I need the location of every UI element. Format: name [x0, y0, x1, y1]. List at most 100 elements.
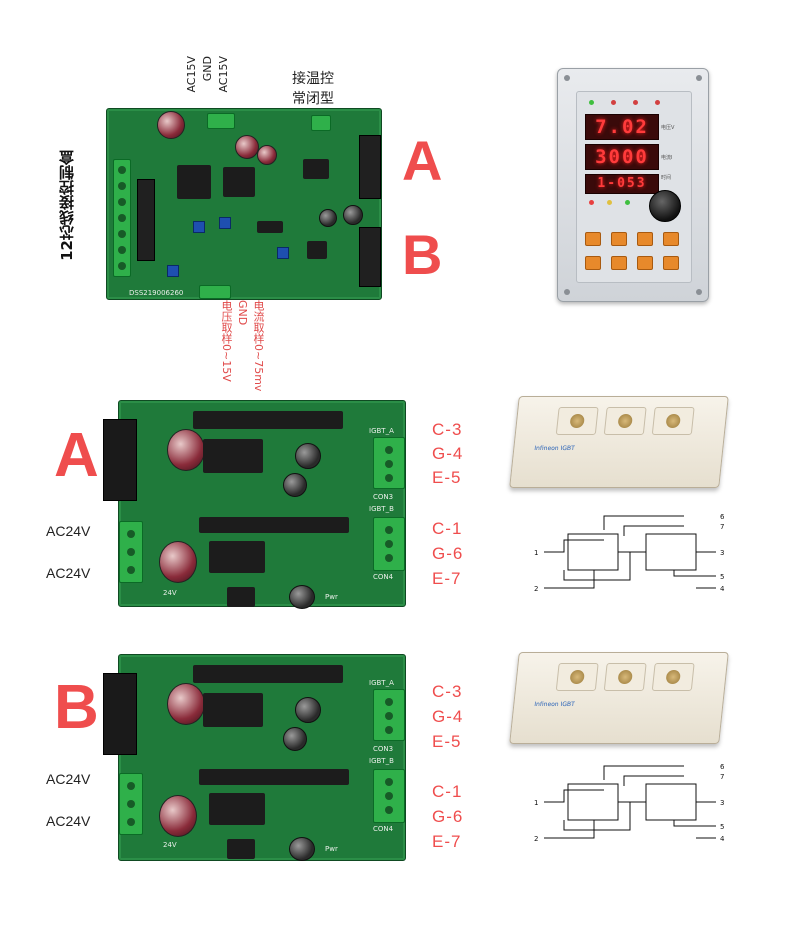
heatsink [199, 517, 349, 533]
capacitor [343, 205, 363, 225]
schematic-pin-5: 5 [720, 823, 724, 831]
silk-con3: CON3 [373, 493, 394, 501]
silk-igbt-a: IGBT_A [369, 427, 394, 435]
connector-b [359, 227, 381, 287]
igbt-terminal-pad [651, 663, 695, 691]
label-current-sample: 电流取样0~75mv [252, 300, 265, 392]
capacitor [159, 795, 197, 837]
igbt-brand-label: Infineon IGBT [533, 445, 576, 452]
heatsink [203, 439, 263, 473]
pin-label-b-3: C-1 [432, 782, 463, 801]
regulator [227, 587, 255, 607]
status-led [625, 200, 630, 205]
pin-label-a-5: E-7 [432, 569, 462, 588]
control-key[interactable] [663, 232, 679, 246]
label-12-core-cable: 12芯线接控制盒 [58, 150, 76, 261]
status-led [607, 200, 612, 205]
igbt-a-terminal [373, 689, 405, 741]
capacitor [257, 145, 277, 165]
voltage-display: 7.02 [585, 114, 659, 140]
pin-label-b-2: E-5 [432, 732, 462, 751]
time-display: 1-053 [585, 174, 659, 194]
capacitor [295, 697, 321, 723]
label-ac24v-a2: AC24V [46, 565, 91, 581]
heatsink [209, 793, 265, 825]
ac24v-terminal [119, 773, 143, 835]
voltage-display-label: 电压V [661, 125, 675, 131]
silk-24v: 24V [163, 841, 177, 849]
connector-a [359, 135, 381, 199]
indicator-led [633, 100, 638, 105]
control-key[interactable] [637, 256, 653, 270]
igbt-b-terminal [373, 517, 405, 571]
schematic-pin-6: 6 [720, 513, 725, 521]
igbt-schematic-a: 6 7 1 3 5 2 4 [534, 513, 725, 593]
silk-con4: CON4 [373, 825, 394, 833]
capacitor [319, 209, 337, 227]
ic-chip [307, 241, 327, 259]
label-board-b: B [402, 223, 443, 286]
pin-label-a-3: C-1 [432, 519, 463, 538]
heatsink [193, 665, 343, 683]
schematic-pin-labels: 6 7 1 3 5 2 4 [534, 763, 725, 843]
control-key[interactable] [585, 256, 601, 270]
left-terminal-block [113, 159, 131, 277]
label-driver-a: A [54, 421, 99, 490]
pin-label-a-4: G-6 [432, 544, 464, 563]
capacitor [295, 443, 321, 469]
heatsink-chip [177, 165, 211, 199]
pin-label-b-4: G-6 [432, 807, 464, 826]
pin-label-b-0: C-3 [432, 682, 463, 701]
label-temp-control-2: 常闭型 [292, 91, 334, 107]
capacitor [283, 473, 307, 497]
schematic-pin-3: 3 [720, 549, 724, 557]
indicator-led [589, 100, 594, 105]
silk-pwr: Pwr [325, 845, 338, 853]
control-box: 7.02 电压V 3000 电流I 1-053 时间 [557, 68, 709, 302]
label-ac24v-b2: AC24V [46, 813, 91, 829]
driver-input-connector [103, 673, 137, 755]
heatsink [203, 693, 263, 727]
label-ac15v-2: AC15V [217, 56, 230, 93]
control-key[interactable] [611, 232, 627, 246]
driver-input-connector [103, 419, 137, 501]
current-display-label: 电流I [661, 155, 673, 161]
igbt-brand-label: Infineon IGBT [533, 701, 576, 708]
schematic-pin-4: 4 [720, 585, 725, 593]
control-key[interactable] [611, 256, 627, 270]
heatsink [193, 411, 343, 429]
pin-label-b-5: E-7 [432, 832, 462, 851]
igbt-terminal-pad [651, 407, 695, 435]
igbt-schematic-b: 6 7 1 3 5 2 4 [534, 763, 725, 843]
capacitor [283, 727, 307, 751]
heatsink-chip [223, 167, 255, 197]
screw [564, 75, 570, 81]
board-serial: DSS219006260 [129, 289, 184, 297]
label-gnd-bottom: GND [236, 300, 249, 326]
ic-chip [303, 159, 329, 179]
header-12pin [137, 179, 155, 261]
label-ac24v-b1: AC24V [46, 771, 91, 787]
schematic-pin-2: 2 [534, 835, 538, 843]
schematic-pin-1: 1 [534, 799, 538, 807]
ac15v-terminal [207, 113, 235, 129]
control-key[interactable] [637, 232, 653, 246]
adjust-knob[interactable] [649, 190, 681, 222]
potentiometer [167, 265, 179, 277]
indicator-led [655, 100, 660, 105]
capacitor [235, 135, 259, 159]
control-panel-face: 7.02 电压V 3000 电流I 1-053 时间 [576, 91, 692, 283]
ac24v-terminal [119, 521, 143, 583]
control-key[interactable] [585, 232, 601, 246]
potentiometer [193, 221, 205, 233]
label-temp-control-1: 接温控 [292, 71, 334, 87]
control-key[interactable] [663, 256, 679, 270]
screw [564, 289, 570, 295]
capacitor [289, 837, 315, 861]
heatsink [209, 541, 265, 573]
igbt-terminal-pad [603, 663, 647, 691]
ic-chip [257, 221, 283, 233]
schematic-pin-7: 7 [720, 523, 724, 531]
pin-label-a-0: C-3 [432, 420, 463, 439]
capacitor [159, 541, 197, 583]
